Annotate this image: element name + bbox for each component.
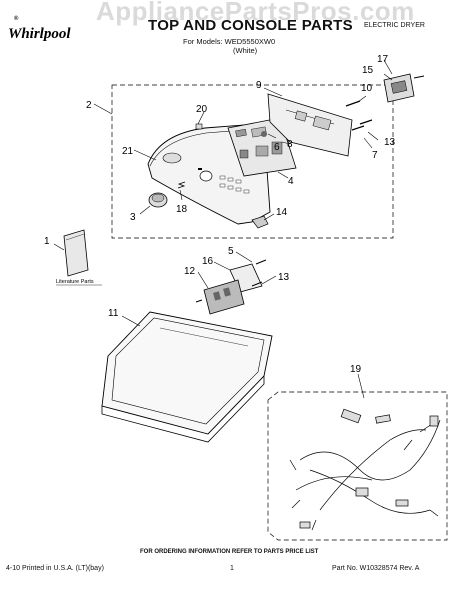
- callout-2: 2: [86, 100, 92, 111]
- screw-icon: [359, 119, 373, 125]
- hinge-clip-icon: [251, 215, 269, 229]
- callout-16: 16: [202, 256, 214, 267]
- literature-pack: [63, 229, 89, 277]
- callout-8: 8: [287, 139, 293, 150]
- callout-5: 5: [228, 246, 234, 257]
- console-badge-icon: [162, 152, 182, 164]
- literature-label: Literature Parts: [56, 279, 94, 285]
- mounting-plate: [383, 73, 415, 103]
- page-number: 1: [230, 565, 234, 572]
- callout-11: 11: [108, 308, 119, 319]
- callout-10: 10: [361, 83, 373, 94]
- part-number: Part No. W10328574 Rev. A: [332, 565, 420, 572]
- knob: [148, 192, 168, 208]
- control-board: [227, 117, 297, 177]
- screw-icon: [351, 125, 365, 131]
- callout-13-top: 13: [384, 137, 396, 148]
- leader-lines: [53, 59, 393, 399]
- callout-18: 18: [176, 204, 188, 215]
- harness-boundary: [267, 391, 448, 541]
- screw-icon: [255, 259, 267, 265]
- console-assembly-boundary: [111, 84, 394, 239]
- color-label: (White): [233, 46, 258, 55]
- callout-9: 9: [256, 80, 262, 91]
- callout-6: 6: [274, 142, 280, 153]
- callout-1: 1: [44, 236, 50, 247]
- rear-console-panel: [267, 93, 353, 157]
- callout-3: 3: [130, 212, 136, 223]
- screw-icon: [413, 75, 425, 79]
- knob-opening-icon: [199, 170, 213, 182]
- spring-icon: [177, 181, 186, 189]
- top-panel: [101, 311, 273, 443]
- brand-mark: ®: [14, 16, 19, 22]
- callout-17: 17: [377, 54, 389, 65]
- screw-icon: [251, 281, 263, 287]
- page-title: TOP AND CONSOLE PARTS: [148, 17, 353, 34]
- callout-15: 15: [362, 65, 374, 76]
- printed-info: 4-10 Printed in U.S.A. (LT)(bay): [6, 565, 104, 572]
- callout-4: 4: [288, 176, 294, 187]
- callout-19: 19: [350, 364, 362, 375]
- models-label: For Models: WED5550XW0: [183, 37, 276, 46]
- callout-12: 12: [184, 266, 196, 277]
- callout-20: 20: [196, 104, 208, 115]
- ordering-note: FOR ORDERING INFORMATION REFER TO PARTS …: [140, 549, 319, 555]
- watermark: AppliancePartsPros.com: [96, 0, 415, 26]
- brand-logo: Whirlpool: [8, 26, 71, 42]
- wire-harness: [289, 408, 441, 531]
- screw-icon: [345, 100, 361, 107]
- callout-21: 21: [122, 146, 134, 157]
- product-type: ELECTRIC DRYER: [364, 22, 425, 29]
- callout-7: 7: [372, 150, 378, 161]
- terminal-block: [195, 279, 245, 315]
- callout-14: 14: [276, 207, 288, 218]
- callout-13-bottom: 13: [278, 272, 290, 283]
- clip-icon: [195, 123, 203, 130]
